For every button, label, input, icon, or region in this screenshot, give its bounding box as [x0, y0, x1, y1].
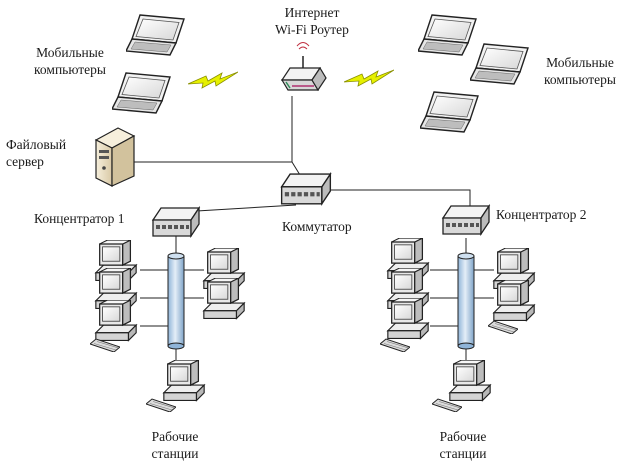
wireless-icon: [188, 71, 238, 89]
file-server-label-line2: сервер: [6, 154, 44, 169]
workstations-right-label-line1: Рабочие: [439, 429, 487, 444]
laptop-icon: [112, 72, 171, 114]
switch-label: Коммутатор: [282, 219, 352, 234]
mobile-left-label-line1: Мобильные: [36, 45, 104, 60]
mobile-right-label-line1: Мобильные: [546, 55, 614, 70]
network-links: [134, 96, 471, 262]
hub-icon: [152, 207, 200, 237]
router-label-line2: Wi-Fi Роутер: [275, 22, 349, 37]
bus-cylinder-left: [167, 252, 185, 366]
hub2-link: [330, 189, 471, 210]
workstations-left-label-line1: Рабочие: [151, 429, 199, 444]
hub2-label: Концентратор 2: [496, 207, 587, 222]
file-server-label-line1: Файловый: [6, 137, 67, 152]
wireless-icon: [344, 69, 394, 87]
server-icon: [94, 127, 136, 187]
workstations-right: [380, 238, 535, 412]
mobile-left-label-line2: компьютеры: [34, 62, 106, 77]
mobile-right-label-line2: компьютеры: [544, 72, 616, 87]
router-label-line1: Интернет: [284, 5, 340, 20]
workstations-right-label-line2: станции: [439, 446, 487, 461]
mobile-right-label: Мобильные компьютеры: [528, 54, 632, 88]
workstations-left-label-line2: станции: [151, 446, 199, 461]
hub1-label: Концентратор 1: [34, 211, 125, 226]
workstations-right-label: Рабочие станции: [428, 428, 498, 462]
workstations-left-label: Рабочие станции: [140, 428, 210, 462]
laptop-icon: [418, 14, 477, 56]
file-server-label: Файловый сервер: [6, 136, 66, 170]
router-icon: [280, 42, 327, 92]
router-label: Интернет Wi-Fi Роутер: [258, 4, 366, 38]
mobile-left-label: Мобильные компьютеры: [18, 44, 122, 78]
bus-cylinder-right: [457, 252, 475, 366]
laptop-icon: [470, 43, 529, 85]
switch-icon: [280, 173, 332, 205]
laptop-icon: [420, 91, 479, 133]
laptop-icon: [126, 14, 185, 56]
hub-icon: [442, 205, 490, 235]
